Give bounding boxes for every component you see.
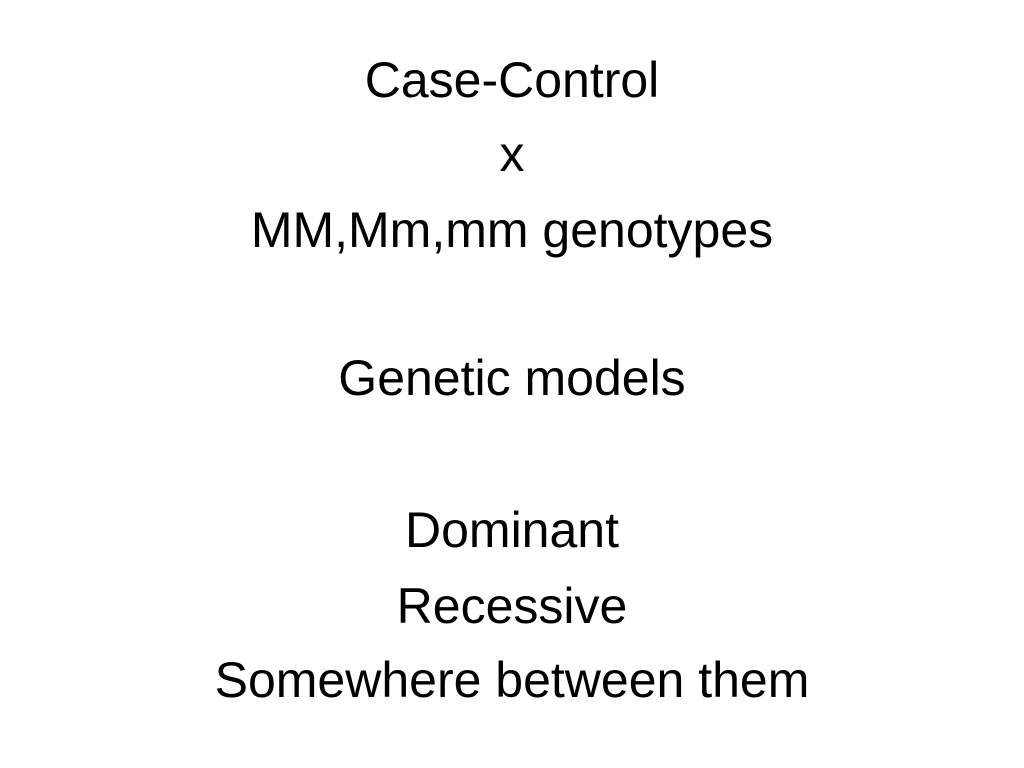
title-line-case-control: Case-Control (364, 52, 660, 108)
model-item-dominant: Dominant (405, 502, 619, 558)
section-heading-genetic-models: Genetic models (338, 350, 686, 406)
model-item-somewhere-between: Somewhere between them (214, 652, 810, 708)
model-item-recessive: Recessive (396, 578, 628, 634)
title-line-x: x (499, 126, 525, 182)
title-line-genotypes: MM,Mm,mm genotypes (250, 202, 774, 258)
